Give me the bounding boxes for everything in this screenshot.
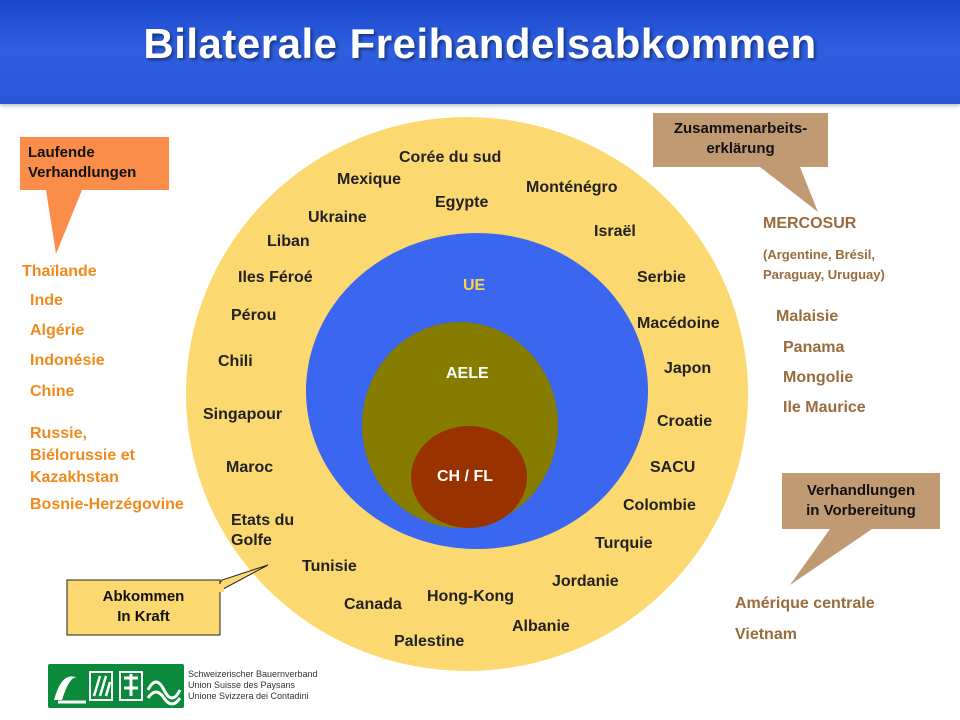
country-label: Colombie [623, 497, 696, 514]
country-label: Tunisie [302, 558, 357, 575]
ongoing-box-label: Laufende Verhandlungen [20, 143, 169, 183]
cooperation-callout [653, 113, 828, 212]
ongoing-box-line1: Laufende [28, 144, 95, 161]
mercosur-members: (Argentine, Brésil, Paraguay, Uruguay) [763, 247, 885, 282]
country-label: Mexique [337, 171, 402, 188]
preparation-box-label: Verhandlungen in Vorbereitung [782, 481, 940, 521]
page-title: Bilaterale Freihandelsabkommen [143, 20, 817, 67]
country-label: Canada [344, 596, 402, 613]
country-label: Etats du Golfe [231, 512, 295, 549]
country-label: Albanie [512, 618, 570, 635]
country-label: Palestine [394, 633, 465, 650]
country-label: Iles Féroé [238, 269, 313, 286]
chfl-circle [411, 426, 527, 528]
country-label: Singapour [203, 406, 283, 423]
country-label: Egypte [435, 194, 489, 211]
country-label: Corée du sud [399, 149, 502, 166]
cooperation-box-label: Zusammenarbeits- erklärung [653, 119, 828, 159]
cooperation-box-line1: Zusammenarbeits- [673, 120, 808, 137]
sbv-logo [48, 664, 184, 708]
country-label: Jordanie [552, 573, 619, 590]
ongoing-country: Algérie [30, 322, 85, 339]
in-force-box-line1: Abkommen [102, 588, 185, 605]
country-label: Serbie [637, 269, 686, 286]
ongoing-country: Bosnie-Herzégovine [30, 496, 184, 513]
org-name: Schweizerischer Bauernverband Union Suis… [188, 669, 318, 701]
country-label: Liban [267, 233, 310, 250]
in-force-box-label: Abkommen In Kraft [67, 587, 220, 627]
country-label: Croatie [657, 413, 713, 430]
header-bar: Bilaterale Freihandelsabkommen [0, 0, 960, 104]
cooperation-country: Ile Maurice [783, 399, 866, 416]
country-label: Chili [218, 353, 253, 370]
country-label: Pérou [231, 307, 277, 324]
preparation-country: Vietnam [735, 626, 797, 643]
ongoing-country: Thaïlande [22, 263, 97, 280]
country-label: Ukraine [308, 209, 367, 226]
ongoing-country: Russie, Biélorussie et Kazakhstan [30, 425, 135, 486]
in-force-callout [66, 564, 269, 636]
country-label: Hong-Kong [427, 588, 515, 605]
preparation-country: Amérique centrale [735, 595, 875, 612]
aele-label: AELE [446, 365, 489, 382]
ongoing-box-line2: Verhandlungen [28, 164, 137, 181]
cooperation-country: Mongolie [783, 369, 854, 386]
country-label: Maroc [226, 459, 274, 476]
ongoing-country: Inde [30, 292, 63, 309]
country-label: SACU [650, 459, 696, 476]
cooperation-country: Malaisie [776, 308, 839, 325]
preparation-box-line2: in Vorbereitung [806, 502, 916, 519]
preparation-callout [782, 473, 940, 585]
ongoing-callout [20, 137, 169, 254]
country-label: Monténégro [526, 179, 618, 196]
cooperation-box-line2: erklärung [706, 140, 775, 157]
country-label: Japon [664, 360, 712, 377]
country-label: Macédoine [637, 315, 720, 332]
ongoing-country: Indonésie [30, 352, 105, 369]
cooperation-country: Panama [783, 339, 845, 356]
in-force-box-line2: In Kraft [117, 608, 170, 625]
mercosur-label: MERCOSUR [763, 215, 857, 232]
chfl-label: CH / FL [437, 468, 493, 485]
ongoing-country: Chine [30, 383, 75, 400]
ue-label: UE [463, 277, 486, 294]
country-label: Turquie [595, 535, 653, 552]
country-label: Israël [594, 223, 636, 240]
preparation-box-line1: Verhandlungen [806, 482, 916, 499]
